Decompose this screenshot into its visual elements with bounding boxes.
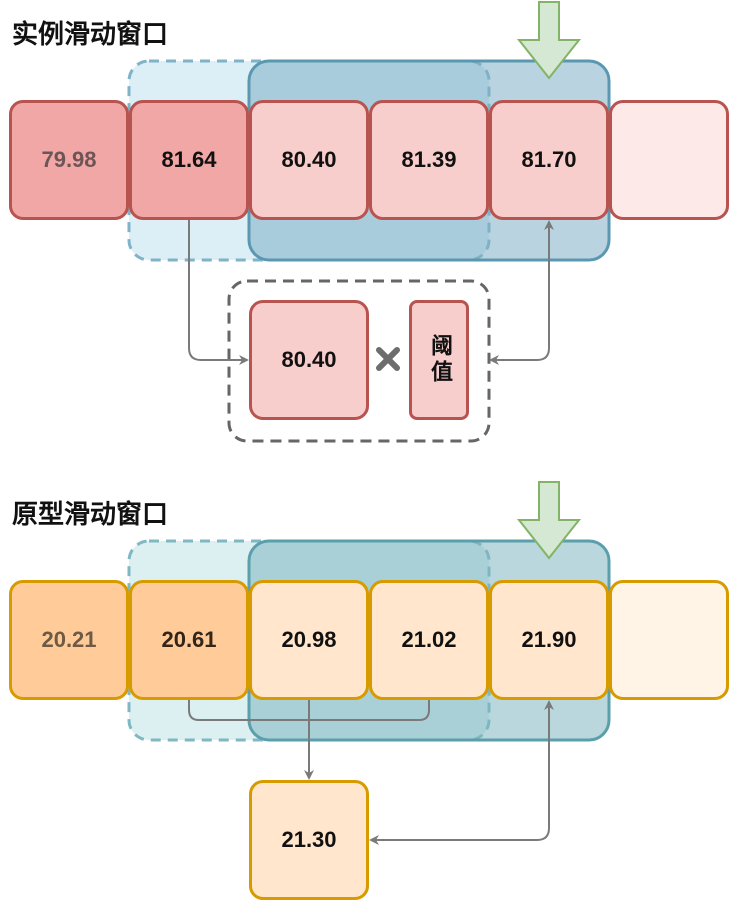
instance-value-5: 81.70: [489, 100, 609, 220]
prototype-result-to-new-connector: [369, 700, 554, 845]
instance-oldest-to-calc-connector: [188, 220, 249, 365]
prototype-value-4: 21.02: [369, 580, 489, 700]
prototype-value-1: 20.21: [9, 580, 129, 700]
prototype-value-2: 20.61: [129, 580, 249, 700]
prototype-value-5: 21.90: [489, 580, 609, 700]
multiply-icon: [376, 347, 400, 371]
instance-calc-to-new-connector: [489, 220, 554, 365]
instance-value-6-empty: [609, 100, 729, 220]
instance-value-2: 81.64: [129, 100, 249, 220]
instance-value-1: 79.98: [9, 100, 129, 220]
threshold-box: 阈值: [409, 300, 469, 420]
prototype-value-6-empty: [609, 580, 729, 700]
prototype-result-value: 21.30: [249, 780, 369, 900]
prototype-new-value-arrow-icon: [516, 481, 582, 560]
instance-window-title: 实例滑动窗口: [12, 20, 169, 50]
instance-value-4: 81.39: [369, 100, 489, 220]
instance-calc-value: 80.40: [249, 300, 369, 420]
threshold-label: 阈值: [427, 334, 452, 386]
prototype-value-3: 20.98: [249, 580, 369, 700]
prototype-window-title: 原型滑动窗口: [12, 500, 169, 530]
instance-new-value-arrow-icon: [516, 1, 582, 80]
instance-calc-group: [227, 279, 491, 443]
instance-value-3: 80.40: [249, 100, 369, 220]
